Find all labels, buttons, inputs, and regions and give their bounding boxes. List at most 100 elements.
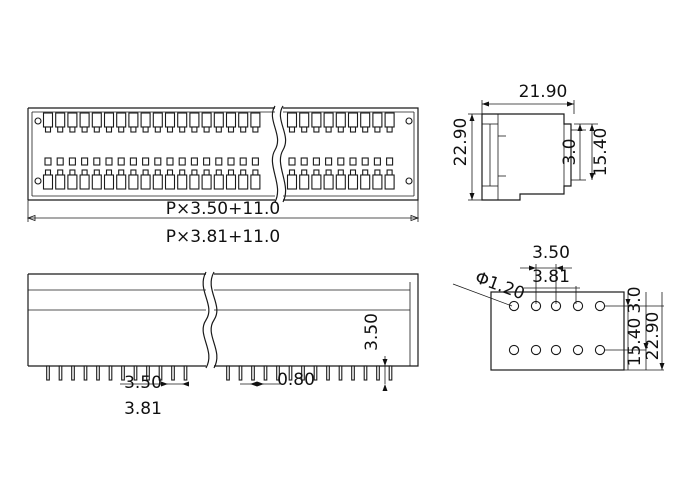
terminal-lower-screw <box>386 169 393 176</box>
terminal-lower-screw <box>69 169 76 176</box>
terminal-upper-screw <box>191 126 198 133</box>
pcb-layout: 3.50 3.81 Φ1.20 3.0 15.40 22.90 <box>452 243 665 371</box>
front-view-outline <box>28 273 419 367</box>
terminal-lower-screw <box>142 169 149 176</box>
terminal-opening <box>300 157 308 166</box>
terminal-lower-screw <box>57 169 64 176</box>
terminal-opening <box>386 157 394 166</box>
pin <box>183 365 188 381</box>
top-view-outline <box>28 107 419 201</box>
pin-length-label: 3.50 <box>362 313 382 351</box>
pin <box>351 365 355 381</box>
terminal-upper <box>225 112 237 128</box>
terminal-opening <box>142 157 150 166</box>
terminal-lower-screw <box>215 169 222 176</box>
terminal-upper-screw <box>57 126 64 133</box>
pitch-formula-381: P×3.81+11.0 <box>166 227 280 247</box>
terminal-upper <box>335 112 346 128</box>
terminal-lower <box>323 174 334 190</box>
terminal-upper <box>177 112 188 128</box>
front-pitch-381: 3.81 <box>124 399 162 419</box>
side-view: 21.90 22.90 3.0 15.40 <box>451 82 611 201</box>
terminal-lower-screw <box>44 169 52 176</box>
terminal-lower <box>347 174 359 190</box>
pin <box>251 365 255 381</box>
terminal-upper-screw <box>215 126 222 133</box>
terminal-opening <box>312 157 320 166</box>
terminal-lower-screw <box>288 169 296 176</box>
pin <box>96 365 100 381</box>
terminal-lower <box>286 174 298 190</box>
terminal-opening <box>166 157 174 166</box>
pin <box>83 365 88 381</box>
terminal-lower-screw <box>227 169 235 176</box>
side-width-label: 21.90 <box>519 82 568 102</box>
terminal-opening <box>337 157 345 166</box>
mounting-hole <box>34 117 42 125</box>
mounting-hole <box>405 177 413 185</box>
pin <box>71 365 75 381</box>
pin <box>121 365 125 381</box>
pin <box>133 365 138 381</box>
pin <box>58 365 63 381</box>
terminal-upper <box>347 112 359 128</box>
terminal-upper-screw <box>44 126 52 133</box>
terminal-upper <box>128 112 139 128</box>
terminal-lower-screw <box>130 169 137 176</box>
terminal-upper-screw <box>142 126 149 133</box>
pin <box>263 365 268 381</box>
terminal-upper-screw <box>118 126 125 133</box>
side-dim-3-0: 3.0 <box>560 138 580 165</box>
side-dim-15-40: 15.40 <box>591 128 611 177</box>
front-view: 3.50 3.50 3.81 0.80 <box>27 271 419 419</box>
terminal-upper-screw <box>69 126 76 133</box>
terminal-upper-screw <box>203 126 210 133</box>
terminal-lower-screw <box>118 169 125 176</box>
pcb-hole <box>508 344 520 356</box>
terminal-lower <box>79 174 90 190</box>
terminal-opening <box>227 157 235 166</box>
pcb-hole <box>594 344 606 356</box>
terminal-lower <box>360 174 371 190</box>
terminal-lower-screw <box>166 169 174 176</box>
pin <box>338 365 343 381</box>
terminal-lower <box>384 174 395 190</box>
terminal-upper <box>250 112 261 128</box>
terminal-lower <box>189 174 200 190</box>
terminal-opening <box>349 157 357 166</box>
terminal-opening <box>117 157 125 166</box>
pitch-formula-350: P×3.50+11.0 <box>166 199 280 219</box>
pin <box>326 365 330 381</box>
terminal-upper-screw <box>154 126 161 133</box>
terminal-upper-screw <box>240 126 247 133</box>
terminal-lower <box>250 174 261 190</box>
top-view: P×3.50+11.0 P×3.81+11.0 <box>26 105 420 247</box>
terminal-upper <box>42 112 54 128</box>
terminal-lower <box>164 174 176 190</box>
side-height-label: 22.90 <box>451 118 471 167</box>
terminal-upper-screw <box>227 126 235 133</box>
terminal-upper <box>79 112 90 128</box>
terminal-upper-screw <box>337 126 344 133</box>
terminal-upper <box>323 112 334 128</box>
terminal-lower <box>42 174 54 190</box>
terminal-upper <box>201 112 212 128</box>
pin <box>226 365 230 381</box>
terminal-opening <box>361 157 369 166</box>
pcb-hole <box>508 300 520 312</box>
terminal-lower <box>311 174 322 190</box>
terminal-lower <box>116 174 127 190</box>
pin <box>388 365 393 381</box>
pin <box>158 365 163 381</box>
pcb-hole <box>572 300 584 312</box>
terminal-upper <box>311 112 322 128</box>
terminal-lower-screw <box>105 169 113 176</box>
terminal-lower-screw <box>325 169 332 176</box>
terminal-lower-screw <box>240 169 247 176</box>
terminal-opening <box>203 157 211 166</box>
pin-width-label: 0.80 <box>277 370 315 390</box>
terminal-upper <box>360 112 371 128</box>
terminal-upper <box>213 112 224 128</box>
terminal-upper-screw <box>252 126 259 133</box>
terminal-upper <box>286 112 298 128</box>
